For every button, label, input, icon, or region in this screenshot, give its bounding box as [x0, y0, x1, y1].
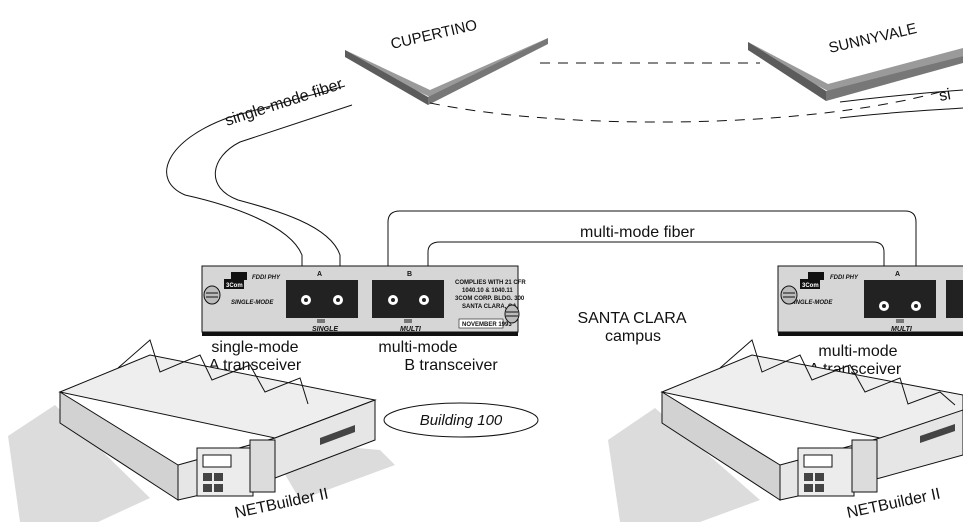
- campus-name: SANTA CLARA: [577, 310, 686, 327]
- right-fddi-card: 3Com FDDI PHY SINGLE-MODE A MULTI: [777, 265, 963, 336]
- port-a: [286, 280, 358, 318]
- port-a-slot-label: SINGLE: [312, 326, 338, 333]
- 3com-logo-mark: [231, 272, 247, 280]
- 3com-logo-mark: [808, 272, 824, 280]
- right-card-logo: 3Com: [802, 283, 819, 289]
- right-port-a-letter: A: [895, 271, 900, 278]
- card-date: NOVEMBER 1993: [462, 322, 512, 328]
- multi-mode-b-label-2: B transceiver: [404, 357, 498, 374]
- sunnyvale-label: SUNNYVALE: [827, 20, 918, 57]
- campus-label: campus: [605, 328, 661, 345]
- right-port-a: [864, 280, 936, 318]
- left-fddi-card: 3Com FDDI PHY SINGLE-MODE A SINGLE B MUL…: [201, 265, 526, 336]
- right-port-a-slot-label: MULTI: [891, 326, 913, 333]
- cupertino-label: CUPERTINO: [389, 17, 479, 53]
- multi-mode-a-label-1: multi-mode: [818, 343, 897, 360]
- single-mode-fiber-label-right: si: [938, 86, 952, 105]
- multi-mode-fiber-label: multi-mode fiber: [580, 224, 695, 241]
- thumbscrew-icon: [203, 285, 221, 305]
- sunnyvale-site: [748, 42, 963, 101]
- left-router: [8, 339, 395, 522]
- single-mode-fiber: [166, 85, 963, 268]
- single-mode-fiber-label: single-mode fiber: [223, 76, 346, 130]
- thumbscrew-icon: [504, 304, 520, 324]
- card-mode-label: SINGLE-MODE: [231, 300, 274, 306]
- right-card-mode-label: SINGLE-MODE: [790, 300, 833, 306]
- port-a-letter: A: [317, 271, 322, 278]
- multi-mode-fiber: [387, 210, 917, 268]
- port-b-letter: B: [407, 271, 412, 278]
- inter-site-links: [429, 62, 941, 123]
- port-b: [372, 280, 444, 318]
- right-card-phy-label: FDDI PHY: [830, 275, 859, 281]
- compliance-line-2: 1040.10 & 1040.11: [462, 288, 513, 294]
- building-label: Building 100: [420, 412, 503, 429]
- single-mode-a-label-1: single-mode: [211, 339, 298, 356]
- single-mode-a-label-2: A transceiver: [209, 357, 302, 374]
- right-router: [608, 339, 963, 522]
- compliance-line-1: COMPLIES WITH 21 CFR: [455, 280, 526, 286]
- thumbscrew-icon: [780, 285, 798, 305]
- multi-mode-b-label-1: multi-mode: [378, 339, 457, 356]
- cupertino-site: [345, 38, 548, 105]
- compliance-line-4: SANTA CLARA, CA: [462, 304, 517, 310]
- port-b-slot-label: MULTI: [400, 326, 422, 333]
- card-phy-label: FDDI PHY: [252, 275, 281, 281]
- compliance-line-3: 3COM CORP. BLDG. 300: [455, 296, 525, 302]
- building-ellipse: [383, 402, 539, 438]
- card-logo: 3Com: [226, 283, 243, 289]
